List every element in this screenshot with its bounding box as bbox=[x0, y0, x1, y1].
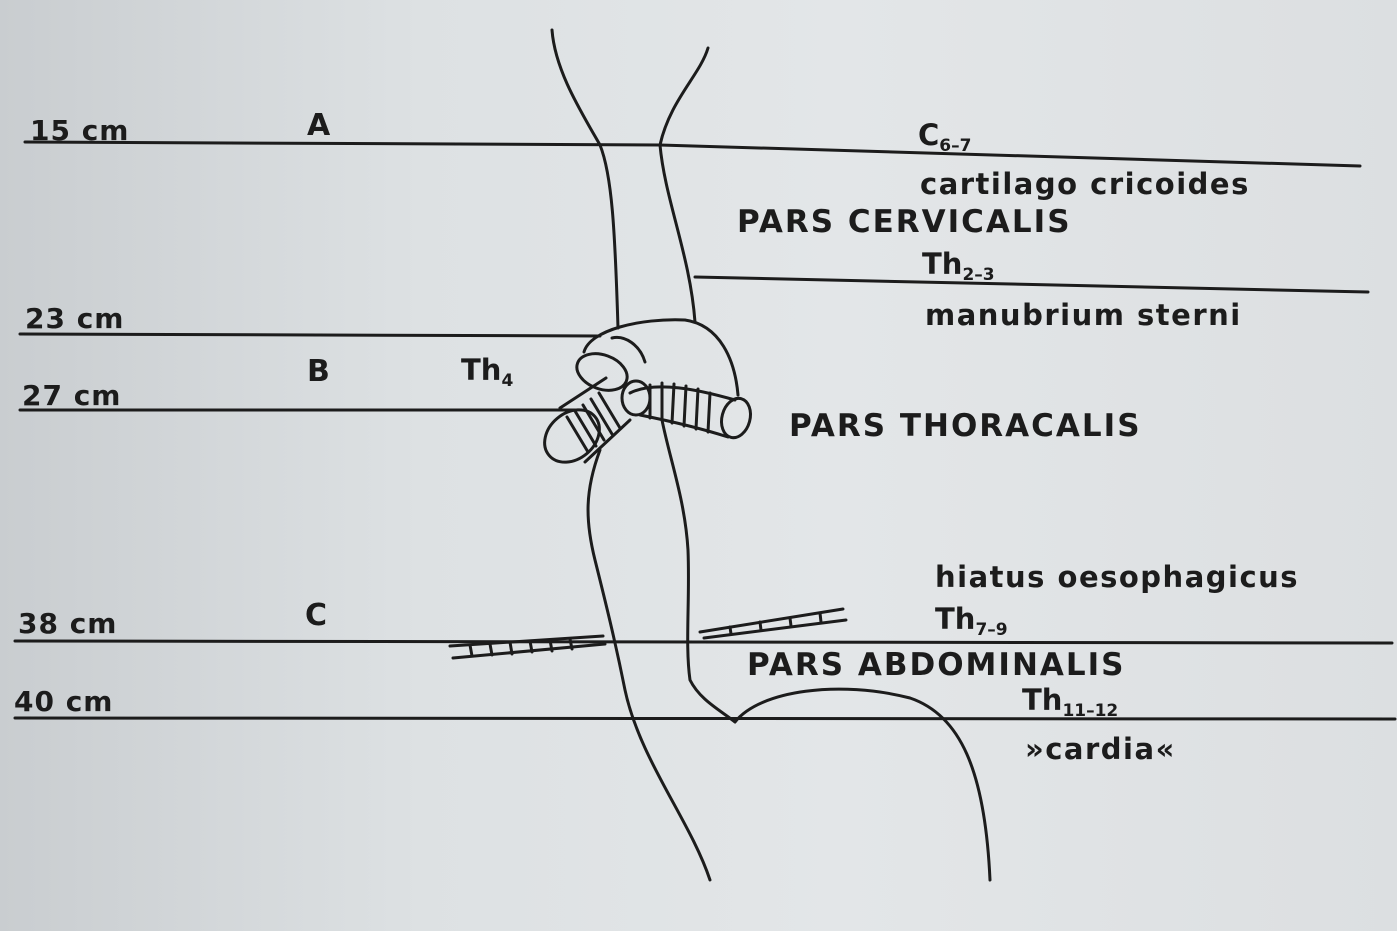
landmark-cardia: »cardia« bbox=[1025, 735, 1176, 764]
level-line-38cm bbox=[15, 641, 1392, 643]
landmark-cricoid: cartilago cricoides bbox=[920, 170, 1250, 199]
esophagus-thoracic-right-wall bbox=[662, 420, 735, 722]
vertebra-base: Th bbox=[935, 602, 975, 636]
depth-label-40cm: 40 cm bbox=[14, 688, 114, 716]
section-label-thoracic: PARS THORACALIS bbox=[789, 411, 1142, 442]
vertebra-sub: 11–12 bbox=[1062, 701, 1118, 721]
constriction-label-a: A bbox=[307, 111, 330, 141]
landmark-hiatus: hiatus oesophagicus bbox=[935, 563, 1299, 592]
right-bronchus bbox=[622, 381, 755, 441]
vertebra-label-th2-3: Th2–3 bbox=[922, 250, 995, 284]
vertebra-label-th4: Th4 bbox=[461, 356, 513, 390]
left-bronchus bbox=[534, 378, 630, 473]
vertebra-base: C bbox=[918, 118, 939, 152]
esophagus-right-wall bbox=[660, 48, 708, 322]
vertebra-base: Th bbox=[1022, 683, 1062, 717]
depth-label-23cm: 23 cm bbox=[25, 305, 125, 333]
vertebra-label-th11-12: Th11–12 bbox=[1022, 686, 1118, 720]
section-label-abdominal: PARS ABDOMINALIS bbox=[747, 650, 1126, 681]
level-line-40cm bbox=[15, 718, 1395, 719]
diaphragm-left bbox=[450, 636, 605, 658]
section-label-cervical: PARS CERVICALIS bbox=[737, 207, 1072, 238]
landmark-manubrium: manubrium sterni bbox=[925, 301, 1242, 330]
constriction-label-c: C bbox=[305, 601, 327, 631]
vertebra-label-c6-7: C6–7 bbox=[918, 121, 971, 155]
diaphragm-right bbox=[700, 609, 846, 638]
esophagus-thoracic-left-wall bbox=[588, 450, 710, 880]
depth-label-27cm: 27 cm bbox=[22, 382, 122, 410]
level-line-c6-7 bbox=[660, 145, 1360, 166]
vertebra-sub: 6–7 bbox=[939, 136, 971, 156]
esophagus-left-wall bbox=[552, 30, 618, 328]
vertebra-sub: 4 bbox=[501, 371, 513, 391]
vertebra-base: Th bbox=[922, 247, 962, 281]
vertebra-sub: 2–3 bbox=[962, 265, 994, 285]
constriction-label-b: B bbox=[307, 357, 330, 387]
depth-label-38cm: 38 cm bbox=[18, 610, 118, 638]
depth-label-15cm: 15 cm bbox=[30, 117, 130, 145]
vertebra-sub: 7–9 bbox=[975, 620, 1007, 640]
vertebra-base: Th bbox=[461, 353, 501, 387]
level-line-th2-3 bbox=[695, 277, 1368, 292]
aortic-arch-inner bbox=[612, 337, 645, 362]
vertebra-label-th7-9: Th7–9 bbox=[935, 605, 1008, 639]
